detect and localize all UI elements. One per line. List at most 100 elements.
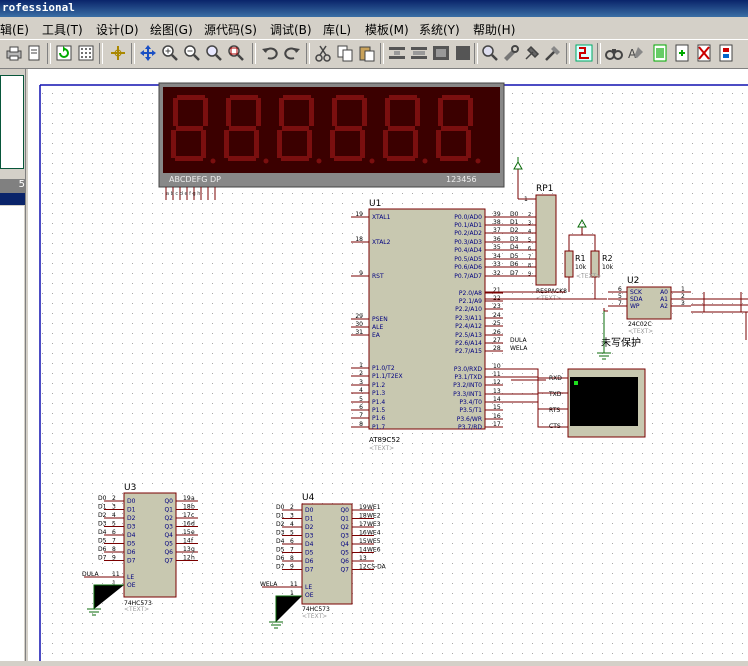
decompose-icon[interactable] xyxy=(543,43,563,63)
menu-edit[interactable]: 辑(E) xyxy=(0,23,29,37)
u2-pin-number: 2 xyxy=(681,293,685,300)
menu-source[interactable]: 源代码(S) xyxy=(204,23,257,37)
copy-icon[interactable] xyxy=(335,43,355,63)
u3-net-label: D4 xyxy=(98,529,107,536)
u1-pin-number: 27 xyxy=(493,337,501,344)
u2-pin-name: SCK xyxy=(630,289,643,296)
cut-icon[interactable] xyxy=(313,43,333,63)
u1-pin-name: P0.4/AD4 xyxy=(454,247,482,254)
u1-pin-number: 5 xyxy=(359,396,363,403)
u4-pin-name: D0 xyxy=(305,507,314,514)
undo-icon[interactable] xyxy=(260,43,280,63)
schematic-drawing: ABCDEFG DP 123456 a b c d e f g h U1 AT8… xyxy=(28,69,748,661)
block-rotate-icon[interactable] xyxy=(431,43,451,63)
menu-debug[interactable]: 调试(B) xyxy=(270,23,312,37)
menu-library[interactable]: 库(L) xyxy=(323,23,352,37)
menu-system[interactable]: 系统(Y) xyxy=(419,23,460,37)
segment xyxy=(442,95,470,100)
u4-pin-name: D5 xyxy=(305,550,314,557)
wire-autorouter-icon[interactable] xyxy=(574,43,594,63)
refresh-icon[interactable] xyxy=(54,43,74,63)
segment xyxy=(335,126,362,131)
redo-icon[interactable] xyxy=(282,43,302,63)
menu-template[interactable]: 模板(M) xyxy=(365,23,409,37)
paste-icon[interactable] xyxy=(357,43,377,63)
rp1-pin-number: 8 xyxy=(528,263,531,269)
u3-net-label: D5 xyxy=(98,538,107,545)
u3-le-number: 11 xyxy=(112,571,120,578)
u3-part: 74HC573 xyxy=(124,600,152,607)
toolbar: A xyxy=(0,40,748,69)
print-icon[interactable] xyxy=(4,43,24,63)
schematic-canvas[interactable]: ABCDEFG DP 123456 a b c d e f g h U1 AT8… xyxy=(28,69,748,661)
block-delete-icon[interactable] xyxy=(453,43,473,63)
zoom-in-icon[interactable] xyxy=(160,43,180,63)
u3-pin-name: D2 xyxy=(127,515,136,522)
u1-pin-number: 24 xyxy=(493,312,501,319)
remove-sheet-icon[interactable] xyxy=(694,43,714,63)
property-assignment-icon[interactable]: A xyxy=(626,43,646,63)
make-device-icon[interactable] xyxy=(501,43,521,63)
u3-net-label: D1 xyxy=(98,504,107,511)
zoom-out-icon[interactable] xyxy=(182,43,202,63)
u3-pin-name: Q3 xyxy=(164,524,173,531)
selected-device-row[interactable] xyxy=(0,193,25,205)
segment xyxy=(228,156,256,161)
origin-icon[interactable] xyxy=(108,43,128,63)
u4-pin-number: 7 xyxy=(290,547,294,554)
segment xyxy=(387,156,415,161)
u3-pin-name: Q6 xyxy=(164,549,173,556)
new-sheet-icon[interactable] xyxy=(650,43,670,63)
u1-net-label: D7 xyxy=(510,270,519,277)
segment xyxy=(307,130,312,158)
segment-dp xyxy=(316,158,322,164)
r1-value: 10k xyxy=(575,264,587,271)
r2-value: 10k xyxy=(602,264,614,271)
block-move-icon[interactable] xyxy=(409,43,429,63)
device-list[interactable] xyxy=(0,206,24,661)
u1-pin-number: 1 xyxy=(359,362,363,369)
u3-pin-name: Q5 xyxy=(164,541,173,548)
zoom-all-icon[interactable] xyxy=(204,43,224,63)
u1-pin-name: P2.5/A13 xyxy=(455,332,482,339)
u3-pin-name: D6 xyxy=(127,549,136,556)
u1-pin-number: 37 xyxy=(493,227,501,234)
u4-pin-number: 16 xyxy=(359,530,367,537)
device-tab[interactable]: 5 xyxy=(0,179,25,193)
grid-icon[interactable] xyxy=(76,43,96,63)
u1-pin-name: P2.6/A14 xyxy=(455,340,482,347)
pan-icon[interactable] xyxy=(138,43,158,63)
u1-pin-name: P0.6/AD6 xyxy=(454,264,482,271)
segment-dp xyxy=(369,158,375,164)
u4-pin-name: Q6 xyxy=(340,558,349,565)
add-sheet-icon[interactable] xyxy=(672,43,692,63)
search-tag-icon[interactable] xyxy=(604,43,624,63)
menu-draw[interactable]: 绘图(G) xyxy=(150,23,193,37)
page-setup-icon[interactable] xyxy=(24,43,44,63)
menu-design[interactable]: 设计(D) xyxy=(96,23,139,37)
r2-ref: R2 xyxy=(602,254,613,263)
u4-net-label: WE4 xyxy=(367,530,381,537)
segment xyxy=(389,95,417,100)
u3-net-label: D7 xyxy=(98,555,107,562)
rp1-ref: RP1 xyxy=(536,184,553,194)
packaging-tool-icon[interactable] xyxy=(522,43,542,63)
u3-pin-number: 15 xyxy=(183,529,191,536)
u1-pin-name: P1.2 xyxy=(372,382,385,389)
exit-to-parent-icon[interactable] xyxy=(716,43,736,63)
pick-device-icon[interactable] xyxy=(480,43,500,63)
u3-net-label: D2 xyxy=(98,512,107,519)
block-copy-icon[interactable] xyxy=(387,43,407,63)
terminal-pin-label: RTS xyxy=(549,407,560,414)
seven-segment-display[interactable]: ABCDEFG DP 123456 a b c d e f g h xyxy=(158,82,505,200)
overview-window[interactable] xyxy=(0,75,24,169)
toolbar-separator xyxy=(99,43,103,64)
zoom-area-icon[interactable] xyxy=(226,43,246,63)
menu-help[interactable]: 帮助(H) xyxy=(473,23,516,37)
menu-tools[interactable]: 工具(T) xyxy=(42,23,83,37)
